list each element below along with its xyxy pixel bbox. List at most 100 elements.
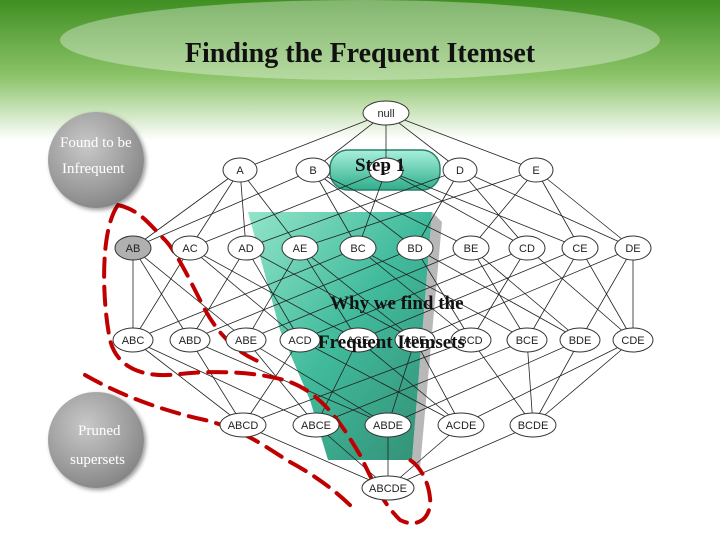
edge-CDE-ACDE xyxy=(460,339,634,426)
node-label-BCDE: BCDE xyxy=(518,420,549,432)
node-shape-D xyxy=(442,157,478,183)
node-shape-BC xyxy=(339,235,377,261)
edge-AD-ADE xyxy=(245,247,416,341)
node-BDE: BDE xyxy=(559,327,601,353)
node-label-ABE: ABE xyxy=(235,335,257,347)
infrequent-callout xyxy=(48,112,144,208)
node-shape-C xyxy=(368,157,404,183)
edge-C-CE xyxy=(385,169,581,249)
node-label-AC: AC xyxy=(182,243,197,255)
node-shape-B xyxy=(295,157,331,183)
node-shape-ABC xyxy=(112,327,154,353)
why-text-line2: Frequent Itemsets xyxy=(318,332,465,353)
pruned-callout-line2: supersets xyxy=(70,452,125,468)
edge-E-CE xyxy=(535,169,581,249)
node-ADE: ADE xyxy=(394,327,436,353)
edge-BDE-BCDE xyxy=(532,339,581,426)
edge-BE-BDE xyxy=(470,247,581,341)
edge-CDE-BCDE xyxy=(532,339,634,426)
edge-AC-ACE xyxy=(189,247,359,341)
edge-BCD-BCDE xyxy=(470,339,534,426)
node-shape-AE xyxy=(281,235,319,261)
edge-E-AE xyxy=(299,169,537,249)
node-shape-A xyxy=(222,157,258,183)
node-label-ABDE: ABDE xyxy=(373,420,403,432)
node-label-BCD: BCD xyxy=(459,335,482,347)
node-shape-CE xyxy=(561,235,599,261)
header-glow xyxy=(60,0,660,80)
edge-ABD-ABDE xyxy=(189,339,389,426)
node-shape-BD xyxy=(396,235,434,261)
node-ABD: ABD xyxy=(169,327,211,353)
node-shape-E xyxy=(518,157,554,183)
node-label-DE: DE xyxy=(625,243,640,255)
edge-DE-BDE xyxy=(579,247,634,341)
node-shape-ABCD xyxy=(219,412,267,438)
node-ACE: ACE xyxy=(337,327,379,353)
node-shape-DE xyxy=(614,235,652,261)
node-ABCD: ABCD xyxy=(219,412,267,438)
node-ACDE: ACDE xyxy=(437,412,485,438)
node-BCDE: BCDE xyxy=(509,412,557,438)
node-label-BE: BE xyxy=(464,243,479,255)
node-null: null xyxy=(362,100,410,126)
node-E: E xyxy=(518,157,554,183)
edge-BD-ABD xyxy=(189,247,416,341)
node-B: B xyxy=(295,157,331,183)
node-label-BD: BD xyxy=(407,243,422,255)
node-shape-ACE xyxy=(337,327,379,353)
node-label-ACDE: ACDE xyxy=(446,420,477,432)
node-label-AE: AE xyxy=(293,243,308,255)
node-C: C xyxy=(368,157,404,183)
edge-C-BC xyxy=(357,169,387,249)
step-label: Step 1 xyxy=(355,155,406,176)
edge-ABE-ABDE xyxy=(245,339,389,426)
node-shape-BCD xyxy=(450,327,492,353)
edge-BCE-BCDE xyxy=(526,339,534,426)
edge-AE-ACE xyxy=(299,247,359,341)
node-shape-ABDE xyxy=(364,412,412,438)
edge-BC-BCE xyxy=(357,247,528,341)
edge-AB-ABE xyxy=(132,247,247,341)
pruned-callout-line1: Pruned xyxy=(78,423,121,439)
node-BCE: BCE xyxy=(506,327,548,353)
infrequent-callout-line1: Found to be xyxy=(60,135,132,151)
node-label-BDE: BDE xyxy=(569,335,592,347)
edge-ACD-ACDE xyxy=(299,339,462,426)
edge-A-AB xyxy=(132,169,241,249)
why-text-line1: Why we find the xyxy=(330,293,464,314)
node-BE: BE xyxy=(452,235,490,261)
edge-D-CD xyxy=(459,169,528,249)
edge-CE-BCE xyxy=(526,247,581,341)
edge-AE-ABE xyxy=(245,247,301,341)
node-label-CE: CE xyxy=(572,243,587,255)
node-ABC: ABC xyxy=(112,327,154,353)
node-shape-ABCDE xyxy=(361,475,415,501)
edge-CD-CDE xyxy=(526,247,634,341)
edge-BC-ABC xyxy=(132,247,359,341)
node-label-ABCDE: ABCDE xyxy=(369,483,407,495)
node-label-ACD: ACD xyxy=(288,335,311,347)
node-CE: CE xyxy=(561,235,599,261)
pruned-callout xyxy=(48,392,144,488)
edge-E-BE xyxy=(470,169,537,249)
node-label-CDE: CDE xyxy=(621,335,644,347)
edge-B-BE xyxy=(312,169,472,249)
edge-D-BD xyxy=(414,169,461,249)
node-AD: AD xyxy=(227,235,265,261)
edge-BD-BDE xyxy=(414,247,581,341)
edge-B-BD xyxy=(312,169,416,249)
edge-BD-BCD xyxy=(414,247,472,341)
node-shape-AD xyxy=(227,235,265,261)
edge-CE-ACE xyxy=(357,247,581,341)
edge-E-DE xyxy=(535,169,634,249)
edge-BCE-ABCE xyxy=(315,339,528,426)
edge-C-AC xyxy=(189,169,387,249)
node-AE: AE xyxy=(281,235,319,261)
node-BCD: BCD xyxy=(450,327,492,353)
node-shape-ABD xyxy=(169,327,211,353)
node-shape-BDE xyxy=(559,327,601,353)
infrequent-callout-line2: Infrequent xyxy=(62,161,125,177)
